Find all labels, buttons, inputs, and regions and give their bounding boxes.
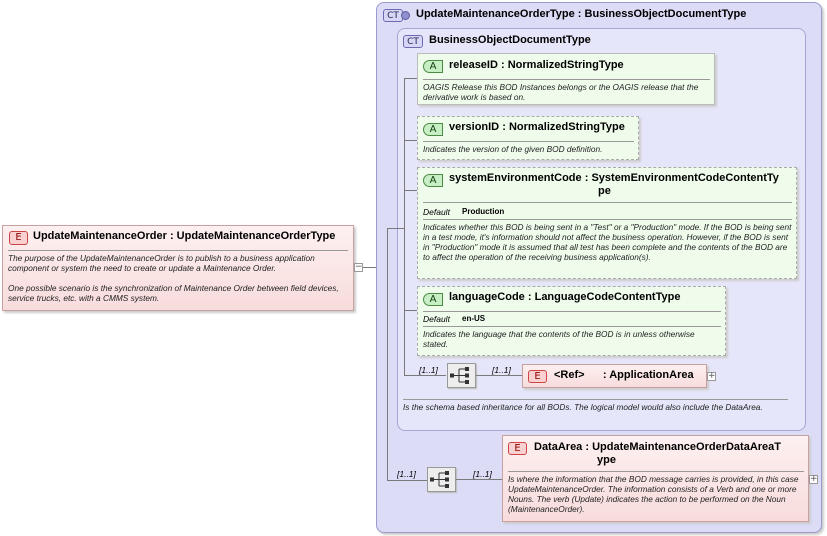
- element-type: UpdateMaintenanceOrderDataAreaT: [592, 441, 781, 453]
- attribute-badge: A: [423, 174, 443, 187]
- element-badge: E: [9, 231, 28, 245]
- complex-type-badge: CT: [383, 9, 403, 22]
- attribute-name: versionID: [449, 121, 500, 133]
- attribute-divider: [423, 219, 792, 220]
- attribute-name: releaseID: [449, 59, 498, 71]
- connector: [387, 228, 388, 480]
- element-divider: [508, 471, 804, 472]
- connector: [404, 190, 417, 191]
- element-badge: E: [508, 442, 527, 455]
- default-value: en-US: [462, 314, 486, 323]
- element-ref-name: <Ref>: [554, 369, 585, 381]
- attribute-divider: [423, 202, 792, 203]
- attribute-divider: [423, 311, 721, 312]
- sequence-icon: [450, 367, 469, 384]
- complex-type-base: BusinessObjectDocumentType: [584, 8, 747, 20]
- attribute-title: versionID : NormalizedStringType: [449, 121, 625, 133]
- root-documentation-2: One possible scenario is the synchroniza…: [8, 283, 339, 303]
- connector: [387, 228, 404, 229]
- attribute-documentation: Indicates whether this BOD is being sent…: [423, 222, 792, 262]
- attribute-documentation: Indicates the version of the given BOD d…: [423, 144, 603, 154]
- element-cardinality: [1..1]: [473, 469, 492, 479]
- attribute-name: languageCode: [449, 291, 525, 303]
- type-separator: :: [502, 121, 509, 133]
- attribute-badge: A: [423, 60, 443, 73]
- root-documentation-1: The purpose of the UpdateMaintenanceOrde…: [8, 253, 315, 273]
- attribute-box[interactable]: A systemEnvironmentCode : SystemEnvironm…: [417, 167, 797, 279]
- attribute-documentation: OAGIS Release this BOD Instances belongs…: [423, 82, 699, 102]
- collapse-toggle[interactable]: −: [354, 262, 363, 272]
- default-label: Default: [423, 314, 450, 324]
- attribute-divider: [423, 79, 710, 80]
- root-type-text: UpdateMaintenanceOrderType: [176, 230, 336, 242]
- element-title: DataArea : UpdateMaintenanceOrderDataAre…: [534, 441, 781, 453]
- attribute-type: NormalizedStringType: [508, 121, 625, 133]
- expand-toggle[interactable]: +: [809, 474, 818, 484]
- sequence-compositor[interactable]: [447, 363, 476, 388]
- attribute-type: SystemEnvironmentCodeContentTy: [591, 172, 779, 184]
- connector: [404, 310, 417, 311]
- root-name-text: UpdateMaintenanceOrder: [33, 230, 167, 242]
- attribute-documentation: Indicates the language that the contents…: [423, 329, 695, 349]
- root-element-box[interactable]: E UpdateMaintenanceOrder : UpdateMainten…: [2, 225, 354, 311]
- base-type-documentation: Is the schema based inheritance for all …: [403, 402, 763, 412]
- type-separator: :: [585, 441, 593, 453]
- connector: [404, 78, 417, 79]
- element-title: <Ref> : ApplicationArea: [554, 369, 694, 381]
- attribute-divider: [423, 326, 721, 327]
- attribute-type-continued: pe: [598, 185, 611, 197]
- data-area-element[interactable]: E DataArea : UpdateMaintenanceOrderDataA…: [502, 435, 809, 522]
- attribute-box[interactable]: A languageCode : LanguageCodeContentType…: [417, 286, 726, 356]
- sequence-icon: [430, 471, 449, 488]
- element-documentation: Is where the information that the BOD me…: [508, 474, 799, 514]
- expand-toggle[interactable]: +: [707, 371, 716, 381]
- default-value: Production: [462, 207, 505, 216]
- attribute-name: systemEnvironmentCode: [449, 172, 582, 184]
- root-divider: [8, 250, 348, 251]
- element-badge: E: [528, 370, 547, 383]
- attribute-box[interactable]: A versionID : NormalizedStringType Indic…: [417, 116, 639, 160]
- type-separator: :: [501, 59, 508, 71]
- default-label: Default: [423, 207, 450, 217]
- complex-type-title: UpdateMaintenanceOrderType : BusinessObj…: [416, 8, 746, 20]
- attribute-type: NormalizedStringType: [507, 59, 624, 71]
- extension-icon: [401, 11, 410, 20]
- attribute-box[interactable]: A releaseID : NormalizedStringType OAGIS…: [417, 53, 715, 105]
- element-type: ApplicationArea: [609, 369, 694, 381]
- attribute-title: releaseID : NormalizedStringType: [449, 59, 624, 71]
- connector: [476, 375, 522, 376]
- sequence-cardinality: [1..1]: [419, 365, 438, 375]
- connector: [456, 479, 502, 480]
- connector: [363, 267, 376, 268]
- complex-type-name: UpdateMaintenanceOrderType: [416, 8, 575, 20]
- application-area-element[interactable]: E <Ref> : ApplicationArea: [522, 364, 707, 388]
- type-separator: :: [577, 8, 585, 20]
- base-type-divider: [403, 399, 788, 400]
- base-type-name: BusinessObjectDocumentType: [429, 34, 591, 46]
- type-separator: :: [584, 172, 592, 184]
- connector: [387, 480, 427, 481]
- type-separator: :: [527, 291, 535, 303]
- base-type-badge: CT: [403, 35, 423, 48]
- connector: [404, 140, 417, 141]
- attribute-divider: [423, 141, 634, 142]
- attribute-title: systemEnvironmentCode : SystemEnvironmen…: [449, 172, 779, 184]
- attribute-title: languageCode : LanguageCodeContentType: [449, 291, 680, 303]
- element-cardinality: [1..1]: [492, 365, 511, 375]
- connector: [404, 375, 446, 376]
- sequence-compositor[interactable]: [427, 467, 456, 492]
- attribute-badge: A: [423, 293, 443, 306]
- type-separator: :: [169, 230, 177, 242]
- sequence-cardinality: [1..1]: [397, 469, 416, 479]
- attribute-connector: [404, 78, 405, 375]
- attribute-type: LanguageCodeContentType: [534, 291, 681, 303]
- attribute-badge: A: [423, 123, 443, 136]
- type-separator: :: [587, 369, 610, 381]
- root-element-name: UpdateMaintenanceOrder : UpdateMaintenan…: [33, 230, 335, 242]
- element-type-continued: ype: [597, 454, 616, 466]
- element-name: DataArea: [534, 441, 583, 453]
